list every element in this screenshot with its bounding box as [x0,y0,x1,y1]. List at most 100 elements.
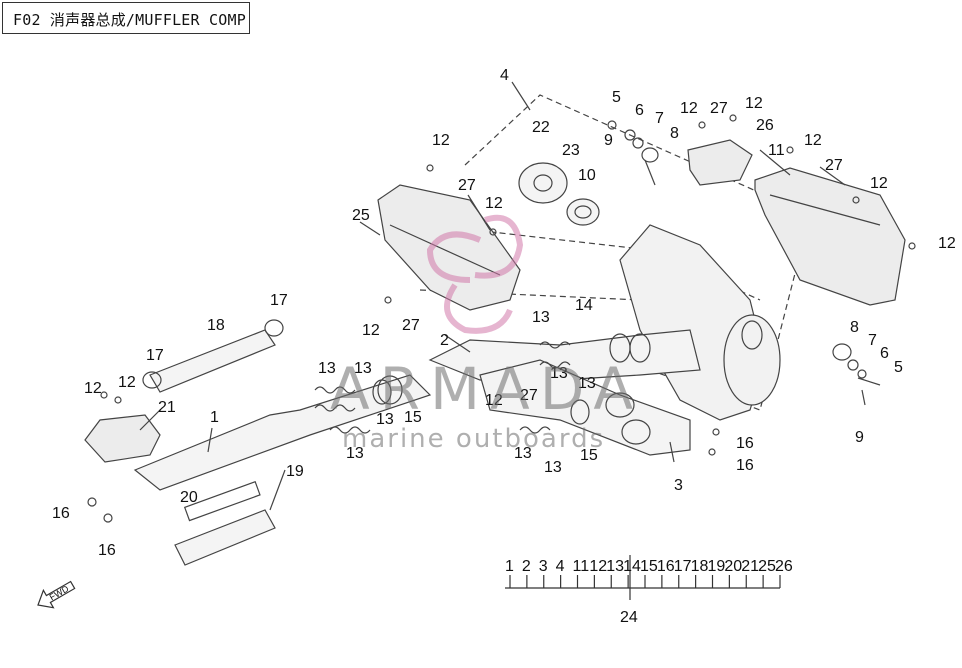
callout: 15 [580,447,598,464]
callout: 7 [868,332,877,349]
callout: 14 [575,297,593,314]
kit-member-label: 18 [691,558,709,575]
nut-7-lower [847,359,859,371]
callout: 12 [804,132,822,149]
callout: 12 [118,374,136,391]
callout: 12 [680,100,698,117]
callout: 13 [354,360,372,377]
callout: 12 [485,392,503,409]
washer-6-upper [624,129,636,141]
callout: 19 [286,463,304,480]
callout: 18 [207,317,225,334]
callout: 13 [376,411,394,428]
fwd-arrow: FWD [37,580,76,609]
callout: 8 [670,125,679,142]
kit-member-label: 20 [724,558,742,575]
callout: 17 [146,347,164,364]
bolt-12d [698,121,706,129]
callout: 1 [210,409,219,426]
callout: 5 [894,359,903,376]
title-box: F02 消声器总成/MUFFLER COMP [2,2,250,34]
gasket-10 [566,198,600,226]
kit-label: 24 [620,609,638,626]
callout: 7 [655,110,664,127]
label-20 [183,480,261,522]
kit-member-label: 4 [556,558,565,575]
callout: 22 [532,119,550,136]
kit-member-label: 11 [573,558,590,575]
kit-member-label: 16 [657,558,675,575]
watermark-tagline: marine outboards [342,424,606,454]
bolt-16a [87,497,97,507]
watermark-brand: ARMADA [330,355,644,423]
callout: 5 [612,89,621,106]
callout: 23 [562,142,580,159]
callout: 8 [850,319,859,336]
bolt-12e [729,114,737,122]
callout: 12 [745,95,763,112]
callout: 27 [520,387,538,404]
bolt-12i [100,391,108,399]
gasket-15b [570,399,590,425]
callout: 11 [768,142,785,159]
kit-bracket [505,555,780,600]
spring-13e [539,361,571,369]
nut-7-upper [632,137,644,149]
callout: 16 [52,505,70,522]
callout: 12 [432,132,450,149]
callout: 3 [674,477,683,494]
callout: 12 [485,195,503,212]
pipe-3 [479,359,691,456]
callout: 21 [158,399,176,416]
washer-6-lower [857,369,867,379]
flange-23 [518,162,568,204]
callout: 25 [352,207,370,224]
bolt-16d [708,448,716,456]
heat-shield-small [687,139,753,186]
callout: 6 [635,102,644,119]
clamp-17-lower [142,371,162,389]
callout: 27 [458,177,476,194]
spring-13a [314,386,356,394]
callout: 16 [98,542,116,559]
spring-13c [329,426,371,434]
callout: 26 [756,117,774,134]
bolt-12j [114,396,122,404]
callout: 9 [855,429,864,446]
muffler-end-cap [723,314,781,406]
callout: 17 [270,292,288,309]
spring-13d [539,341,571,349]
tube-19 [174,509,276,566]
bolt-16b [103,513,113,523]
watermark-logo-icon [426,214,524,334]
bolt-9-lower [861,389,866,406]
bolt-12b [489,228,497,236]
callout: 13 [550,365,568,382]
callout: 13 [318,360,336,377]
bracket-8-upper [641,147,659,163]
bolt-12h [908,242,916,250]
callout: 13 [532,309,550,326]
bolt-5-lower [857,377,881,386]
callout: 13 [544,459,562,476]
spring-13f [519,426,551,434]
kit-member-label: 2 [522,558,531,575]
kit-member-label: 19 [708,558,726,575]
callout: 27 [825,157,843,174]
callout: 16 [736,435,754,452]
bolt-12a [426,164,434,172]
callout: 9 [604,132,613,149]
callout: 27 [402,317,420,334]
gasket-15a [372,379,392,405]
callout: 13 [578,375,596,392]
callout: 13 [514,445,532,462]
clamp-17-upper [264,319,284,337]
callout: 16 [736,457,754,474]
kit-member-label: 14 [623,558,641,575]
callout: 20 [180,489,198,506]
cover-21 [84,414,161,463]
kit-member-label: 26 [775,558,793,575]
callout: 12 [870,175,888,192]
bracket-8-lower [832,343,852,361]
